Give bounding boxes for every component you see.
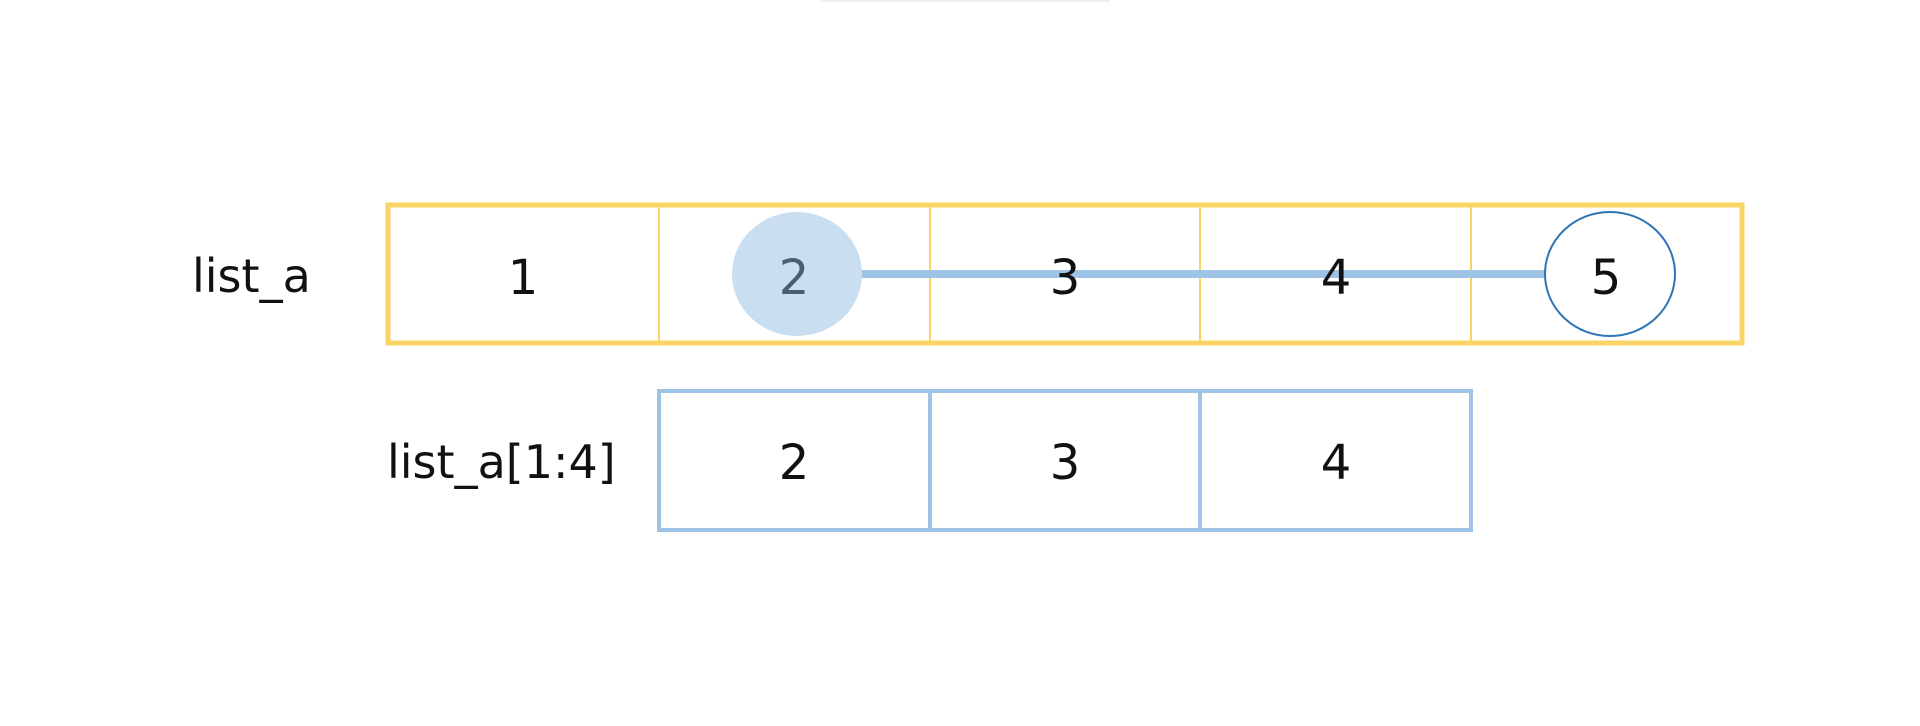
- slice-cell-value: 4: [1321, 435, 1352, 491]
- original-cell-value: 1: [508, 250, 539, 306]
- top-divider: [820, 0, 1110, 2]
- original-list-label: list_a: [192, 249, 311, 303]
- slice-end-marker: [1544, 211, 1676, 337]
- slice-start-marker: [732, 212, 862, 336]
- slice-cell-value: 3: [1050, 435, 1081, 491]
- original-cell-value: 2: [779, 250, 810, 306]
- slice-list: 2 3 4: [657, 389, 1473, 532]
- slice-cell-value: 2: [779, 435, 810, 491]
- original-list: 1 2 3 4 5: [385, 202, 1745, 346]
- original-cell-value: 5: [1591, 250, 1622, 306]
- slice-list-frame: [657, 389, 1473, 532]
- slice-label: list_a[1:4]: [387, 435, 616, 489]
- original-cell-value: 3: [1050, 250, 1081, 306]
- original-cell-value: 4: [1321, 250, 1352, 306]
